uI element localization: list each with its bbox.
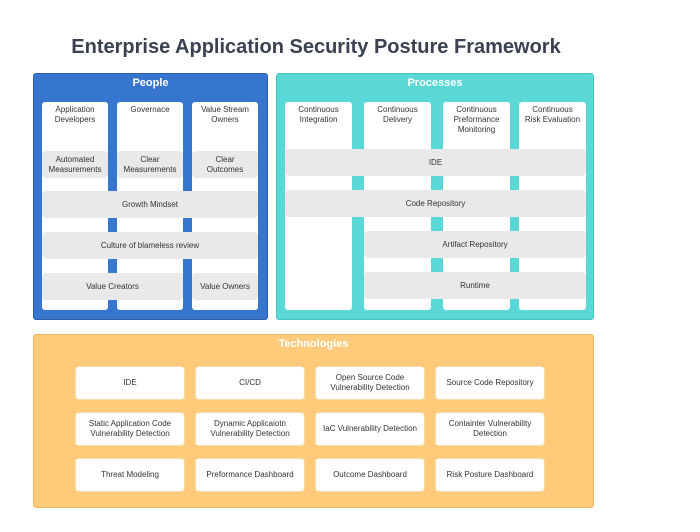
tech-item-open-source-vulnerability-detection: Open Source Code Vulnerability Detection: [316, 367, 424, 399]
process-bar-code-repository: Code Repository: [285, 190, 586, 217]
tech-item-performance-dashboard: Preformance Dashboard: [196, 459, 304, 491]
process-bar-artifact-repository: Artifact Repository: [364, 231, 586, 258]
processes-panel-title: Processes: [407, 77, 463, 89]
process-bar-runtime: Runtime: [364, 272, 586, 299]
tech-item-risk-posture-dashboard: Risk Posture Dashboard: [436, 459, 544, 491]
tech-item-container-vulnerability-detection: Containter Vulnerability Detection: [436, 413, 544, 445]
page-title: Enterprise Application Security Posture …: [71, 36, 561, 58]
tech-item-threat-modeling: Threat Modeling: [76, 459, 184, 491]
tech-item-source-code-repository: Source Code Repository: [436, 367, 544, 399]
people-bar-culture-of-blameless-review: Culture of blameless review: [42, 232, 258, 259]
tech-item-outcome-dashboard: Outcome Dashboard: [316, 459, 424, 491]
process-bar-ide: IDE: [285, 149, 586, 176]
people-bar-value-owners: Value Owners: [192, 273, 258, 300]
people-bar-value-creators: Value Creators: [42, 273, 183, 300]
people-cell-clear-outcomes: Clear Outcomes: [192, 151, 258, 178]
people-cell-automated-measurements: Automated Measurements: [42, 151, 108, 178]
people-bar-growth-mindset: Growth Mindset: [42, 191, 258, 218]
people-panel-title: People: [132, 77, 169, 89]
tech-item-dynamic-application-vulnerability-detection: Dynamic Applicaiotn Vulnerability Detect…: [196, 413, 304, 445]
tech-item-ide: IDE: [76, 367, 184, 399]
tech-item-ci-cd: CI/CD: [196, 367, 304, 399]
tech-item-iac-vulnerability-detection: IaC Vulnerability Detection: [316, 413, 424, 445]
tech-item-static-application-vulnerability-detection: Static Application Code Vulnerability De…: [76, 413, 184, 445]
technologies-panel-title: Technologies: [278, 338, 349, 350]
people-cell-clear-measurements: Clear Measurements: [117, 151, 183, 178]
